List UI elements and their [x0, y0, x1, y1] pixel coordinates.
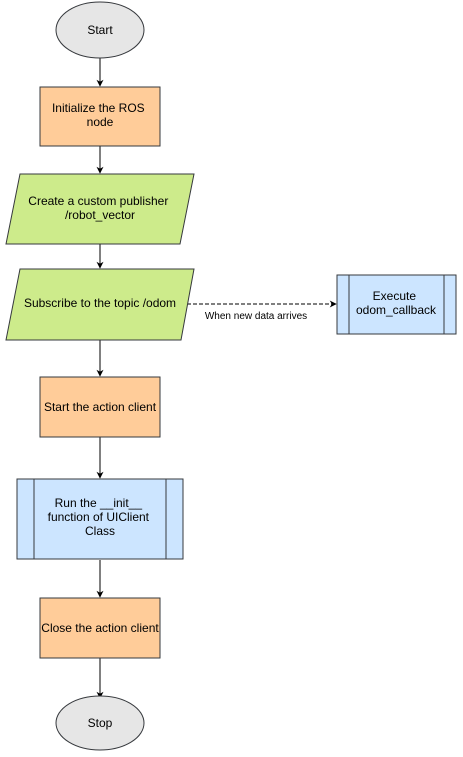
- close-action-client-label: Close the action client: [41, 621, 159, 635]
- run-init-label-line2: function of UIClient: [48, 510, 150, 524]
- start-action-client-box: [39, 376, 161, 438]
- execute-callback-label-line1: Execute: [373, 289, 417, 303]
- create-publisher-label-line2: /robot_vector: [65, 208, 135, 222]
- run-init-label: Run the __init__ function of UIClient Cl…: [48, 496, 153, 538]
- execute-callback-subprocess: Execute odom_callback: [336, 274, 457, 335]
- create-publisher-label-line1: Create a custom publisher: [28, 194, 168, 208]
- run-init-box: [16, 478, 184, 560]
- run-init-label-line1: Run the __init__: [55, 496, 143, 510]
- start-action-client-process: Start the action client: [39, 376, 161, 438]
- init-node-process: Initialize the ROS node: [39, 86, 161, 147]
- init-node-label-line2: node: [87, 115, 114, 129]
- close-action-client-box: [39, 597, 161, 659]
- init-node-box: [39, 86, 161, 147]
- stop-ellipse: [55, 695, 145, 751]
- start-action-client-label: Start the action client: [44, 400, 157, 414]
- stop-label: Stop: [88, 716, 113, 730]
- subscribe-parallelogram: [5, 268, 195, 341]
- stop-node: Stop: [55, 695, 145, 751]
- create-publisher-io: Create a custom publisher /robot_vector: [5, 173, 195, 245]
- run-init-subprocess: Run the __init__ function of UIClient Cl…: [16, 478, 184, 560]
- start-node: Start: [55, 1, 145, 59]
- edges: [96, 58, 337, 699]
- edge-label-new-data: When new data arrives: [205, 311, 307, 322]
- start-ellipse: [55, 1, 145, 59]
- execute-callback-label: Execute odom_callback: [356, 289, 437, 317]
- close-action-client-process: Close the action client: [39, 597, 161, 659]
- subscribe-label: Subscribe to the topic /odom: [24, 296, 176, 310]
- execute-callback-label-line2: odom_callback: [356, 303, 437, 317]
- subscribe-io: Subscribe to the topic /odom: [5, 268, 195, 341]
- execute-callback-box: [336, 274, 457, 335]
- create-publisher-label: Create a custom publisher /robot_vector: [28, 194, 171, 222]
- start-label: Start: [87, 23, 113, 37]
- init-node-label: Initialize the ROS node: [52, 101, 148, 129]
- run-init-label-line3: Class: [85, 524, 115, 538]
- init-node-label-line1: Initialize the ROS: [52, 101, 145, 115]
- create-publisher-parallelogram: [5, 173, 195, 245]
